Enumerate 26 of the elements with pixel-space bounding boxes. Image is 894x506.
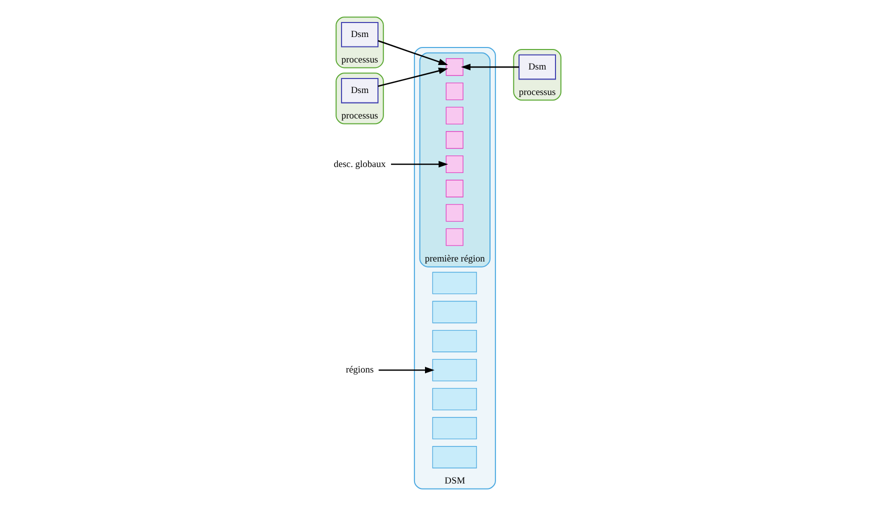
arrow (378, 366, 434, 374)
node-box (432, 358, 476, 382)
node-box (445, 58, 463, 76)
node-box (432, 300, 476, 324)
node-box (445, 180, 463, 198)
node-box (445, 155, 463, 174)
node-box (445, 204, 463, 222)
node-box: Dsm (340, 22, 378, 48)
node-box (432, 330, 476, 352)
arrow (377, 68, 448, 87)
node-text: régions (345, 366, 374, 376)
node-box (432, 417, 476, 440)
node-text: desc. globaux (333, 160, 386, 170)
node-box (445, 228, 463, 246)
arrow (390, 160, 448, 168)
arrow (377, 40, 448, 66)
node-box: Dsm (340, 78, 378, 104)
node-box (432, 388, 476, 410)
node-box: Dsm (518, 54, 556, 80)
cluster: première région (418, 52, 490, 268)
node-box (445, 106, 463, 124)
node-box (432, 446, 476, 468)
node-box (445, 82, 463, 100)
arrow (460, 64, 519, 70)
node-box (445, 131, 463, 149)
node-box (432, 272, 476, 294)
